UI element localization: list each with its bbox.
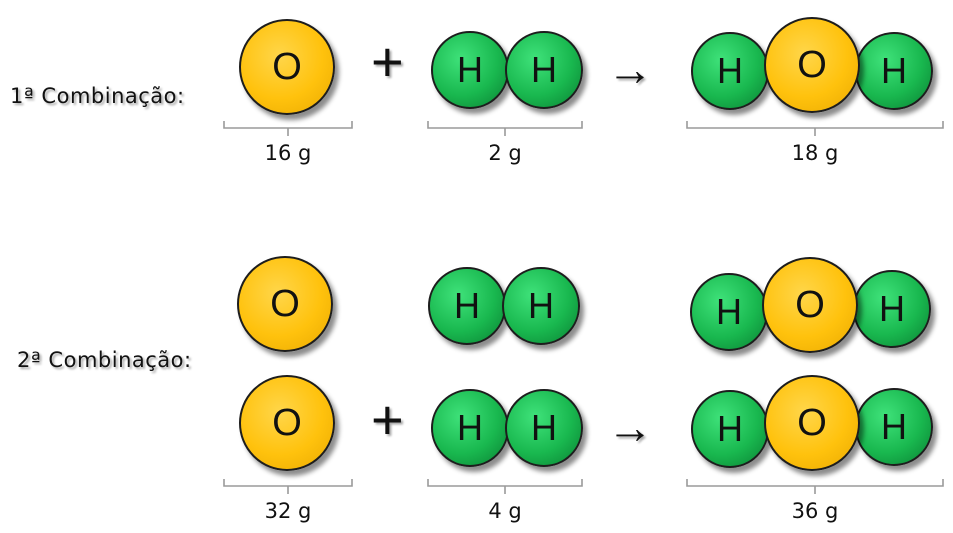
row1-label: 1ª Combinação: — [10, 84, 185, 108]
atom-symbol: H — [528, 285, 554, 326]
row2-reactant-hydrogen-atom-3: H — [431, 389, 509, 467]
atom-symbol: H — [879, 288, 905, 329]
row1-product-hydrogen-atom-1: H — [691, 32, 769, 110]
row2-reactant-hydrogen-atom-4: H — [505, 389, 583, 467]
row2-reactant-oxygen-atom-2: O — [239, 375, 335, 471]
row2-hydrogen-mass: 4 g — [488, 499, 522, 523]
row2-reaction-arrow: → — [607, 401, 653, 453]
row2-product-hydrogen-atom-1: H — [690, 273, 768, 351]
atom-symbol: H — [454, 285, 480, 326]
brace-row1-oxygen — [223, 121, 353, 136]
atom-symbol: H — [457, 49, 483, 90]
brace-row1-product — [686, 121, 944, 136]
atom-symbol: H — [531, 407, 557, 448]
row2-plus-sign: + — [371, 388, 404, 451]
atom-symbol: H — [457, 407, 483, 448]
row1-hydrogen-mass: 2 g — [488, 141, 522, 165]
row2-product-hydrogen-atom-4: H — [855, 388, 933, 466]
row1-product-hydrogen-atom-2: H — [855, 32, 933, 110]
brace-row2-product — [686, 479, 944, 494]
atom-symbol: H — [881, 406, 907, 447]
atom-symbol: O — [797, 401, 827, 444]
row2-oxygen-mass: 32 g — [264, 499, 312, 523]
atom-symbol: O — [272, 401, 302, 444]
row2-reactant-oxygen-atom-1: O — [237, 256, 333, 352]
atom-symbol: H — [881, 50, 907, 91]
row1-plus-sign: + — [371, 30, 404, 93]
row1-reactant-hydrogen-atom-2: H — [505, 31, 583, 109]
row1-reactant-oxygen-atom: O — [239, 19, 335, 115]
atom-symbol: O — [270, 282, 300, 325]
row2-product-oxygen-atom-1: O — [762, 257, 858, 353]
row2-product-hydrogen-atom-2: H — [853, 270, 931, 348]
atom-symbol: O — [797, 43, 827, 86]
atom-symbol: H — [717, 408, 743, 449]
atom-symbol: H — [531, 49, 557, 90]
row2-product-hydrogen-atom-3: H — [691, 390, 769, 468]
row1-product-mass: 18 g — [791, 141, 839, 165]
row2-reactant-hydrogen-atom-1: H — [428, 267, 506, 345]
row1-product-oxygen-atom: O — [764, 17, 860, 113]
brace-row2-hydrogen — [427, 479, 583, 494]
row2-product-oxygen-atom-2: O — [764, 375, 860, 471]
row2-product-mass: 36 g — [791, 499, 839, 523]
atom-symbol: H — [716, 291, 742, 332]
row1-reaction-arrow: → — [607, 43, 653, 95]
brace-row1-hydrogen — [427, 121, 583, 136]
brace-row2-oxygen — [223, 479, 353, 494]
row2-label: 2ª Combinação: — [17, 348, 192, 372]
row2-reactant-hydrogen-atom-2: H — [502, 267, 580, 345]
atom-symbol: O — [795, 283, 825, 326]
row1-reactant-hydrogen-atom-1: H — [431, 31, 509, 109]
atom-symbol: H — [717, 50, 743, 91]
row1-oxygen-mass: 16 g — [264, 141, 312, 165]
atom-symbol: O — [272, 45, 302, 88]
